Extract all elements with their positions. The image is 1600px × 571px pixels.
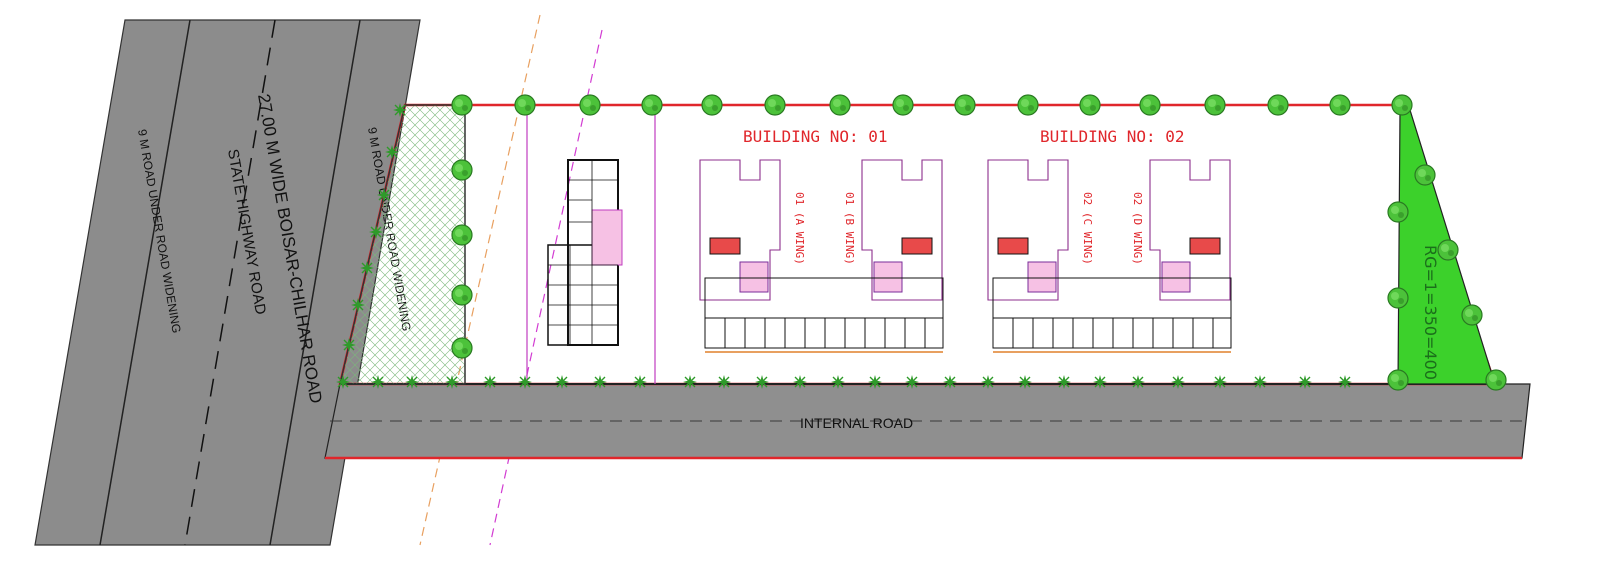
building-2-wing-c: 02 (C WING): [1081, 192, 1094, 265]
highway-lane-line: [99, 19, 191, 546]
internal-road-label: INTERNAL ROAD: [800, 415, 913, 431]
building-1: [699, 159, 944, 353]
building-2-wing-d: 02 (D WING): [1131, 192, 1144, 265]
highway-center-line: [184, 19, 276, 546]
commercial-block: [547, 159, 623, 346]
setback-strip: [339, 104, 466, 385]
internal-road: [324, 383, 1531, 459]
building-1-wing-a: 01 (A WING): [793, 192, 806, 265]
recreation-ground-label: RG=1=350=400: [1421, 245, 1440, 380]
building-1-title: BUILDING NO: 01: [743, 127, 888, 146]
highway-lane-line: [269, 19, 361, 546]
building-2: [987, 159, 1232, 353]
building-2-title: BUILDING NO: 02: [1040, 127, 1185, 146]
highway-road: [34, 19, 421, 546]
building-1-wing-b: 01 (B WING): [843, 192, 856, 265]
